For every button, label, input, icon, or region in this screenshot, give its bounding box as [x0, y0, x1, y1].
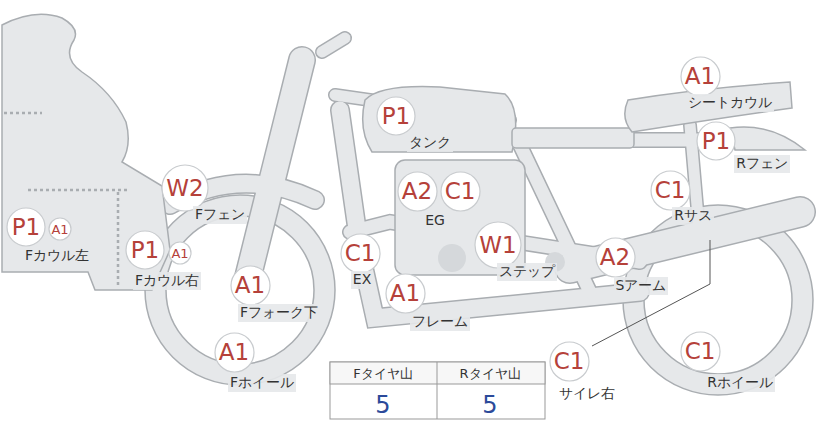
- part-name: サイレ右: [557, 385, 617, 402]
- damage-code-circle: C1: [680, 331, 721, 372]
- circle-shape: [550, 342, 589, 381]
- circle-shape: [475, 222, 521, 268]
- table-value: 5: [373, 391, 392, 419]
- damage-code: C1: [445, 180, 476, 203]
- part-name: フレーム: [410, 313, 470, 330]
- damage-code-circle: P1: [125, 230, 165, 270]
- table-value: 5: [480, 391, 499, 419]
- damage-code-circle: C1: [549, 341, 590, 382]
- damage-code-circle: C1: [440, 171, 481, 212]
- table-header: Rタイヤ山: [457, 366, 522, 382]
- circle-shape: [162, 165, 208, 211]
- circle-shape: [377, 97, 415, 135]
- damage-code-circle: A1: [385, 273, 426, 314]
- damage-code-circle: P1: [696, 121, 736, 161]
- damage-code-circle: A1: [230, 265, 271, 306]
- part-name: EX: [351, 271, 373, 288]
- damage-code-circle: A1: [48, 217, 72, 241]
- damage-code: A1: [219, 341, 249, 364]
- circle-shape: [169, 242, 191, 264]
- damage-code: A2: [402, 180, 432, 203]
- damage-code-circle: A2: [397, 171, 438, 212]
- part-name: Fカウル左: [23, 247, 91, 264]
- table-header: Fタイヤ山: [351, 366, 414, 382]
- damage-code: A1: [685, 65, 715, 88]
- damage-code-circle: C1: [340, 233, 381, 274]
- damage-code: P1: [702, 130, 731, 153]
- part-name: Fフェン: [193, 206, 247, 223]
- damage-code: P1: [382, 105, 411, 128]
- part-name: Rフェン: [734, 155, 790, 172]
- part-name: Sアーム: [614, 277, 669, 294]
- damage-code: A2: [600, 246, 630, 269]
- part-name: EG: [423, 212, 447, 229]
- damage-code-circle: P1: [6, 207, 46, 247]
- circle-shape: [49, 218, 71, 240]
- circle-shape: [386, 274, 425, 313]
- circle-shape: [231, 266, 270, 305]
- damage-code: C1: [685, 340, 716, 363]
- damage-code-circle: A1: [168, 241, 192, 265]
- damage-code: W2: [166, 177, 203, 200]
- damage-code: C1: [345, 242, 376, 265]
- circle-shape: [681, 57, 720, 96]
- damage-code: C1: [554, 350, 585, 373]
- circle-shape: [215, 333, 254, 372]
- damage-code: A1: [171, 247, 188, 260]
- damage-code-circle: A1: [680, 56, 721, 97]
- damage-code-circle: P1: [376, 96, 416, 136]
- part-name: Rサス: [672, 207, 714, 224]
- circle-shape: [398, 172, 437, 211]
- damage-code: P1: [131, 239, 160, 262]
- circle-shape: [126, 231, 164, 269]
- circle-shape: [596, 238, 635, 277]
- damage-code: A1: [235, 274, 265, 297]
- circle-shape: [651, 171, 690, 210]
- circle-shape: [697, 122, 735, 160]
- damage-code-circle: A1: [214, 332, 255, 373]
- part-name: Rホイール: [705, 374, 775, 391]
- damage-code: A1: [51, 223, 68, 236]
- damage-code-circle: C1: [650, 170, 691, 211]
- circle-shape: [7, 208, 45, 246]
- circle-shape: [341, 234, 380, 273]
- circle-shape: [441, 172, 480, 211]
- damage-code: C1: [655, 179, 686, 202]
- damage-code-circle: A2: [595, 237, 636, 278]
- part-name: タンク: [407, 134, 453, 151]
- damage-code-circle: W1: [474, 221, 522, 269]
- damage-code: W1: [479, 234, 516, 257]
- part-name: Fカウル右: [133, 272, 201, 289]
- part-name: シートカウル: [686, 94, 774, 111]
- part-name: Fホイール: [228, 374, 296, 391]
- damage-code: A1: [390, 282, 420, 305]
- part-name: ステップ: [497, 263, 557, 280]
- damage-code-circle: W2: [161, 164, 209, 212]
- damage-code: P1: [12, 216, 41, 239]
- part-name: Fフォーク下: [238, 304, 320, 321]
- circle-shape: [681, 332, 720, 371]
